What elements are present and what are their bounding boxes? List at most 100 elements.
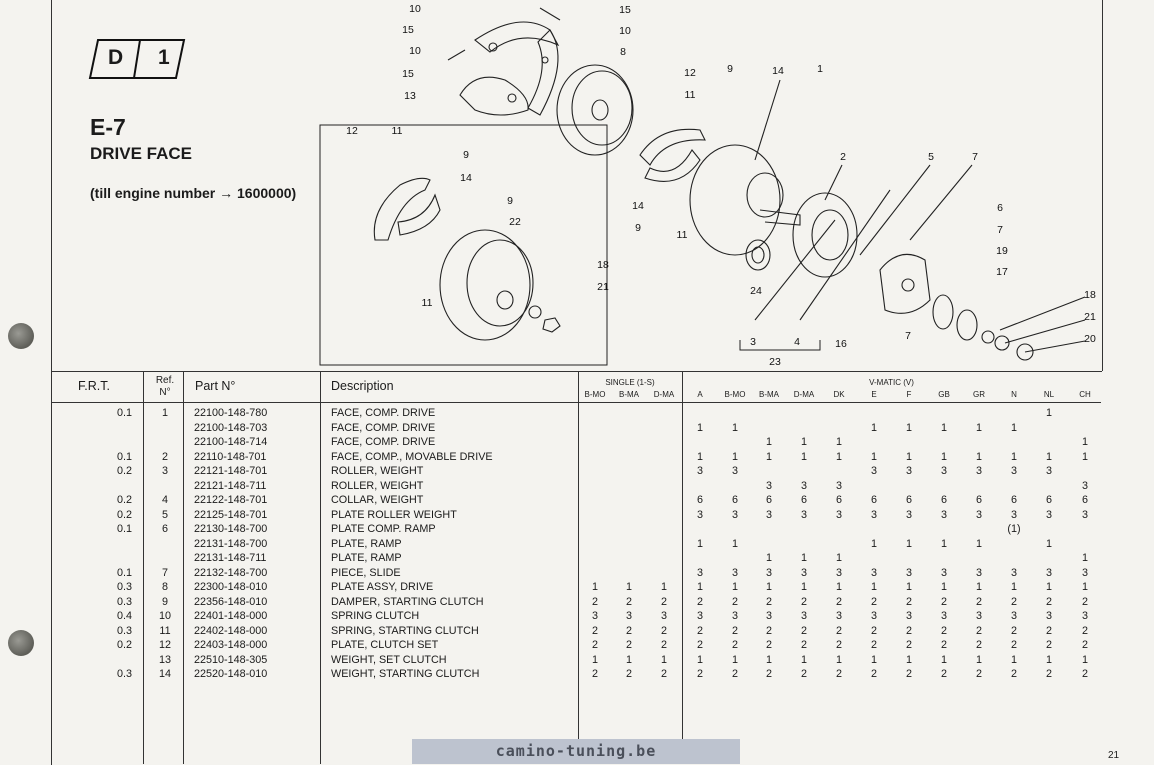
- vmatic-col-header: B-MA: [759, 390, 779, 399]
- ref-cell: 13: [158, 653, 171, 666]
- qty-cell: 2: [1081, 624, 1088, 637]
- qty-cell: 1: [696, 653, 703, 666]
- qty-cell: 2: [731, 624, 738, 637]
- diagram-frame: [51, 0, 1103, 371]
- qty-cell: 2: [765, 639, 772, 651]
- vmatic-col-header: NL: [1043, 390, 1055, 399]
- vmatic-col-header: D-MA: [793, 390, 815, 399]
- vmatic-col-header: E: [871, 390, 877, 399]
- qty-cell: 3: [800, 479, 807, 492]
- qty-cell: 3: [1010, 508, 1017, 521]
- qty-cell: 3: [800, 508, 807, 521]
- qty-cell: 3: [835, 508, 842, 521]
- qty-cell: 1: [765, 653, 772, 666]
- qty-cell: 3: [1081, 610, 1088, 622]
- qty-cell: 1: [1081, 450, 1088, 463]
- qty-cell: 1: [660, 653, 667, 666]
- qty-cell: 1: [835, 653, 842, 666]
- binder-hole-icon: [8, 630, 34, 656]
- qty-cell: 3: [1081, 566, 1088, 579]
- qty-cell: 2: [591, 639, 598, 651]
- qty-cell: 3: [835, 610, 842, 622]
- qty-cell: 2: [940, 668, 947, 680]
- qty-cell: 1: [905, 450, 912, 463]
- part-callout: 15: [402, 24, 414, 36]
- page-title: DRIVE FACE: [90, 144, 193, 163]
- description-cell: PLATE ASSY, DRIVE: [331, 581, 434, 593]
- part-callout: 12: [346, 125, 358, 137]
- part-callout: 11: [422, 297, 433, 309]
- qty-cell: 1: [800, 450, 807, 463]
- part-callout: 11: [677, 229, 688, 241]
- qty-cell: 3: [625, 610, 632, 622]
- qty-cell: 2: [731, 668, 738, 680]
- qty-cell: 3: [975, 610, 982, 622]
- section-code: E-7: [90, 114, 126, 140]
- description-cell: WEIGHT, STARTING CLUTCH: [331, 668, 480, 680]
- qty-cell: 1: [1045, 581, 1052, 593]
- ref-cell: 11: [159, 624, 171, 637]
- qty-cell: 2: [940, 624, 947, 637]
- qty-cell: 1: [870, 450, 877, 463]
- vmatic-col-header: B-MO: [724, 390, 746, 399]
- qty-cell: 2: [940, 639, 947, 651]
- qty-cell: 2: [625, 639, 632, 651]
- qty-cell: 2: [975, 668, 982, 680]
- qty-cell: 2: [625, 624, 632, 637]
- qty-cell: 1: [1045, 653, 1052, 666]
- description-cell: FACE, COMP., MOVABLE DRIVE: [331, 450, 493, 463]
- part-number-cell: 22300-148-010: [194, 581, 268, 593]
- qty-cell: 3: [731, 566, 738, 579]
- vmatic-col-header: CH: [1079, 390, 1091, 399]
- qty-cell: 1: [1081, 552, 1088, 564]
- qty-cell: 1: [940, 450, 947, 463]
- qty-cell: 2: [870, 595, 877, 608]
- qty-cell: 3: [940, 566, 947, 579]
- single-col-header: B-MO: [584, 390, 606, 399]
- qty-cell: 1: [1081, 581, 1088, 593]
- qty-cell: 1: [731, 581, 738, 593]
- part-callout: 13: [404, 90, 416, 102]
- part-callout: 23: [769, 356, 781, 368]
- frt-cell: 0.2: [116, 508, 132, 521]
- qty-cell: 2: [800, 668, 807, 680]
- qty-cell: 3: [905, 508, 912, 521]
- part-callout: 14: [632, 200, 644, 212]
- part-callout: 11: [685, 89, 696, 101]
- qty-cell: 2: [905, 595, 912, 608]
- part-callout: 18: [597, 259, 609, 271]
- header-ref: Ref.: [155, 375, 175, 386]
- description-cell: SPRING CLUTCH: [331, 610, 420, 622]
- qty-cell: 6: [1081, 494, 1088, 506]
- description-cell: FACE, COMP. DRIVE: [331, 436, 436, 448]
- qty-cell: 3: [765, 566, 772, 579]
- qty-cell: 3: [975, 508, 982, 521]
- qty-cell: 2: [625, 595, 632, 608]
- qty-cell: 2: [1010, 639, 1017, 651]
- qty-cell: 6: [940, 494, 947, 506]
- part-number-cell: 22520-148-010: [194, 668, 268, 680]
- qty-cell: 2: [1081, 668, 1088, 680]
- qty-cell: 3: [870, 508, 877, 521]
- part-number-cell: 22122-148-701: [194, 494, 268, 506]
- frt-cell: 0.1: [116, 450, 132, 463]
- qty-cell: 2: [696, 595, 703, 608]
- part-callout: 24: [750, 285, 762, 297]
- part-number-cell: 22121-148-701: [194, 465, 268, 477]
- frt-cell: 0.4: [116, 610, 132, 622]
- qty-cell: 2: [905, 668, 912, 680]
- part-callout: 4: [794, 336, 800, 348]
- qty-cell: 6: [975, 494, 982, 506]
- qty-cell: 1: [940, 421, 947, 434]
- qty-cell: 3: [660, 610, 667, 622]
- part-number-cell: 22510-148-305: [194, 653, 268, 666]
- qty-cell: 3: [1045, 610, 1052, 622]
- qty-cell: 6: [731, 494, 738, 506]
- qty-cell: 2: [625, 668, 632, 680]
- description-cell: FACE, COMP. DRIVE: [331, 407, 436, 419]
- qty-cell: 1: [975, 421, 982, 434]
- qty-cell: 6: [870, 494, 877, 506]
- qty-cell: 1: [940, 537, 947, 550]
- qty-cell: 2: [696, 639, 703, 651]
- qty-cell: 3: [1010, 465, 1017, 477]
